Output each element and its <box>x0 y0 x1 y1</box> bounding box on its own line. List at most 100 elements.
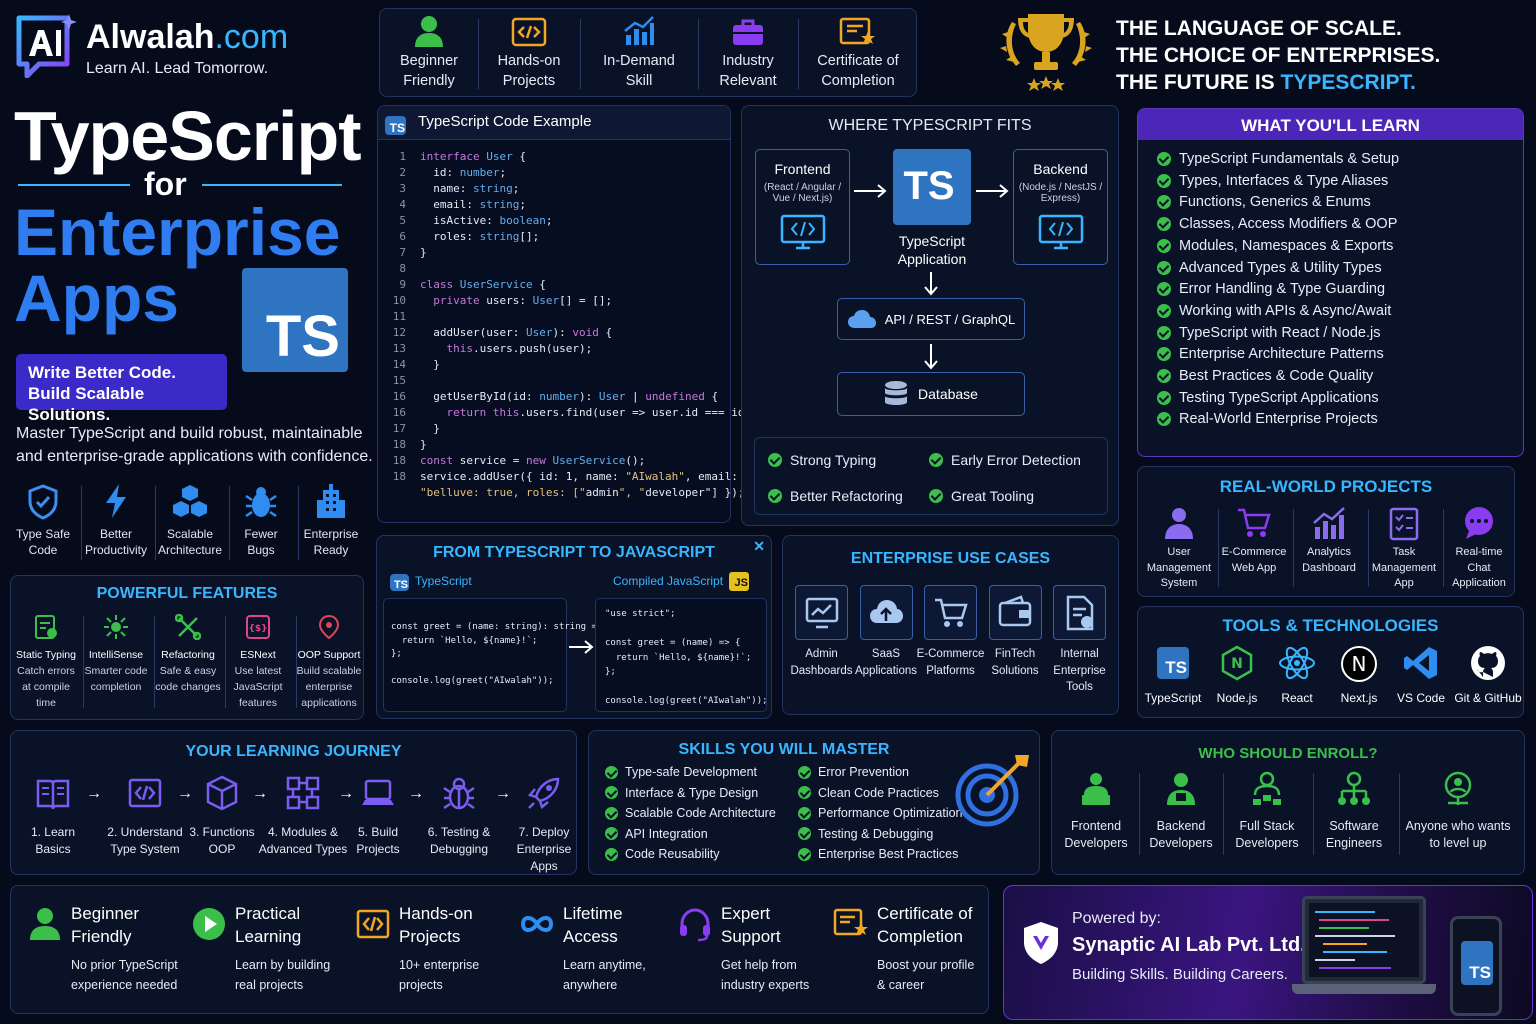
skill-item: Enterprise Best Practices <box>798 847 958 861</box>
fits-benefit-label: Great Tooling <box>951 488 1035 504</box>
fits-benefit: Strong Typing <box>768 452 876 468</box>
tools-panel: TOOLS & TECHNOLOGIES TS TypeScript N Nod… <box>1137 606 1524 718</box>
tool-vscode[interactable]: VS Code <box>1388 645 1454 705</box>
laptop-image <box>1292 894 1436 1018</box>
feature-d2: JavaScript <box>233 681 283 693</box>
frontend-box[interactable]: Frontend (React / Angular / Vue / Next.j… <box>755 149 850 265</box>
journey-step[interactable]: 4. Modules &Advanced Types <box>257 775 349 858</box>
brand-name[interactable]: Alwalah.com <box>86 18 288 57</box>
code-line-number: 7 <box>399 246 406 259</box>
enroll-label-line: Full Stack <box>1239 819 1295 833</box>
database-box[interactable]: Database <box>837 372 1025 416</box>
bottom-feature-d1: No prior TypeScript <box>71 958 178 972</box>
backend-box[interactable]: Backend (Node.js / NestJS / Express) <box>1013 149 1108 265</box>
tool-react[interactable]: React <box>1264 645 1330 705</box>
use-case-card[interactable] <box>1053 585 1106 640</box>
ts-to-js-panel: FROM TYPESCRIPT TO JAVASCRIPT ✕ TS TypeS… <box>376 535 772 719</box>
intellisense-icon <box>104 615 128 639</box>
arrow-right-icon <box>569 640 594 654</box>
slogan-line2: THE CHOICE OF ENTERPRISES. <box>1116 44 1441 67</box>
arrow-right-icon <box>976 184 1009 198</box>
use-case-card[interactable] <box>988 585 1042 640</box>
skill-label: Clean Code Practices <box>818 785 939 800</box>
journey-label-line: OOP <box>208 842 236 856</box>
feature-title: OOP Support <box>297 649 361 661</box>
bottom-feature-d2: anywhere <box>563 977 618 992</box>
engineer-icon <box>1338 771 1370 805</box>
api-box[interactable]: API / REST / GraphQL <box>837 298 1025 340</box>
tool-github[interactable]: Git & GitHub <box>1450 645 1526 705</box>
ts-label: TypeScript <box>415 574 472 588</box>
skill-item: Type-safe Development <box>605 765 757 779</box>
use-case-card[interactable] <box>924 585 977 640</box>
use-case-label-line: Applications <box>854 664 917 677</box>
hero-cta-box[interactable]: Write Better Code. Build Scalable Soluti… <box>16 354 227 424</box>
check-icon <box>1157 369 1171 383</box>
tool-nodejs[interactable]: N Node.js <box>1204 645 1270 705</box>
tool-nextjs[interactable]: N Next.js <box>1326 645 1392 705</box>
hero-cta-line2: Build Scalable Solutions. <box>28 384 145 424</box>
divider <box>1218 509 1219 587</box>
skill-label: Interface & Type Design <box>625 785 759 800</box>
hero-description: Master TypeScript and build robust, main… <box>16 422 373 468</box>
learn-item: Error Handling & Type Guarding <box>1157 281 1385 297</box>
slogan: THE LANGUAGE OF SCALE. THE CHOICE OF ENT… <box>1116 15 1440 96</box>
use-cases-title: ENTERPRISE USE CASES <box>850 550 1051 567</box>
check-icon <box>798 847 811 861</box>
journey-label-line: 6. Testing & <box>427 825 491 839</box>
project-label-line: App <box>1394 577 1414 589</box>
where-fits-panel: WHERE TYPESCRIPT FITS Frontend (React / … <box>741 105 1119 526</box>
benefit-l1: Fewer <box>244 527 278 541</box>
project-label-line: Chat <box>1467 561 1491 574</box>
use-case-card[interactable] <box>795 585 848 640</box>
hero-desc-line1: Master TypeScript and build robust, main… <box>16 425 363 442</box>
badge-l1: Industry <box>722 53 774 69</box>
user-icon <box>30 908 60 940</box>
enroll-title: WHO SHOULD ENROLL? <box>1198 745 1378 762</box>
skill-label: Enterprise Best Practices <box>818 847 959 861</box>
laptop-icon <box>362 779 394 805</box>
bottom-feature-d2: industry experts <box>721 977 810 992</box>
journey-step[interactable]: 6. Testing &Debugging <box>419 775 499 858</box>
use-case-card[interactable] <box>859 585 913 640</box>
powered-tagline: Building Skills. Building Careers. <box>1072 966 1288 983</box>
bottom-feature-icon-wrap <box>831 906 871 942</box>
tool-typescript[interactable]: TS TypeScript <box>1138 645 1208 705</box>
close-icon[interactable]: ✕ <box>753 538 765 554</box>
